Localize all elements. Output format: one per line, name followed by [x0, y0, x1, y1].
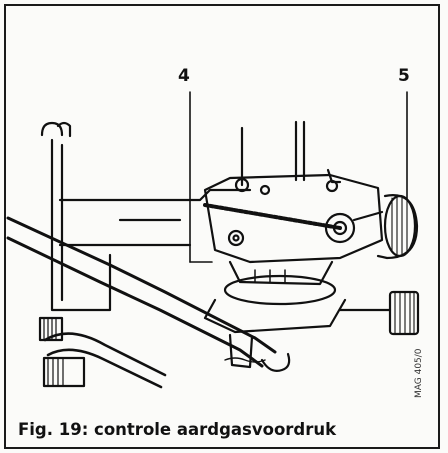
- left-fitting-lower: [42, 356, 86, 388]
- left-housing: [50, 138, 112, 312]
- lower-pipe: [43, 332, 167, 377]
- lower-nozzle: [228, 333, 254, 369]
- spring-cable: [203, 203, 342, 230]
- reference-code: MAG 405/0: [414, 348, 424, 398]
- valve-body: [203, 173, 384, 264]
- adjust-screw: [324, 212, 356, 244]
- upper-housing: [58, 188, 252, 202]
- left-fitting-upper: [38, 316, 64, 342]
- hook-fitting: [40, 121, 64, 137]
- diaphragm-housing: [228, 260, 334, 286]
- gas-pipe: [6, 216, 277, 354]
- figure-caption: Fig. 19: controle aardgasvoordruk: [18, 420, 337, 439]
- right-knob: [388, 290, 420, 336]
- figure-frame: [4, 4, 440, 449]
- callout-label-5: 5: [398, 66, 410, 86]
- callout-label-4: 4: [178, 66, 190, 86]
